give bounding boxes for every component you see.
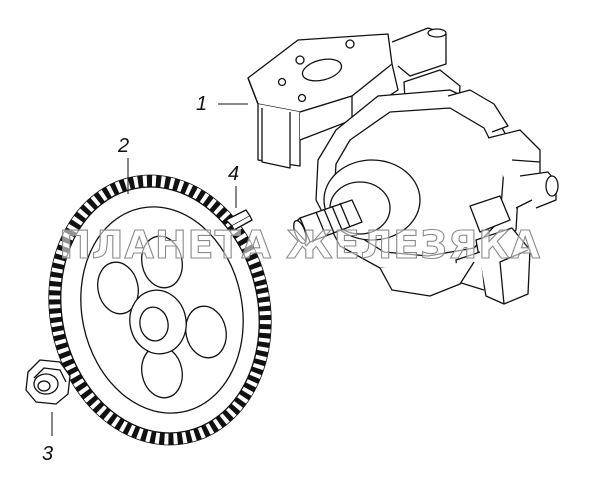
callout-1: 1 bbox=[196, 93, 207, 115]
watermark-text: ПЛАНЕТА ЖЕЛЕЗЯКА bbox=[59, 223, 541, 267]
callout-4: 4 bbox=[228, 163, 239, 185]
oil-pump-assembly bbox=[247, 27, 559, 305]
drive-gear bbox=[48, 174, 272, 446]
callout-3: 3 bbox=[42, 443, 53, 465]
callout-2: 2 bbox=[117, 135, 129, 157]
woodruff-key bbox=[225, 209, 253, 231]
nut bbox=[25, 359, 71, 405]
